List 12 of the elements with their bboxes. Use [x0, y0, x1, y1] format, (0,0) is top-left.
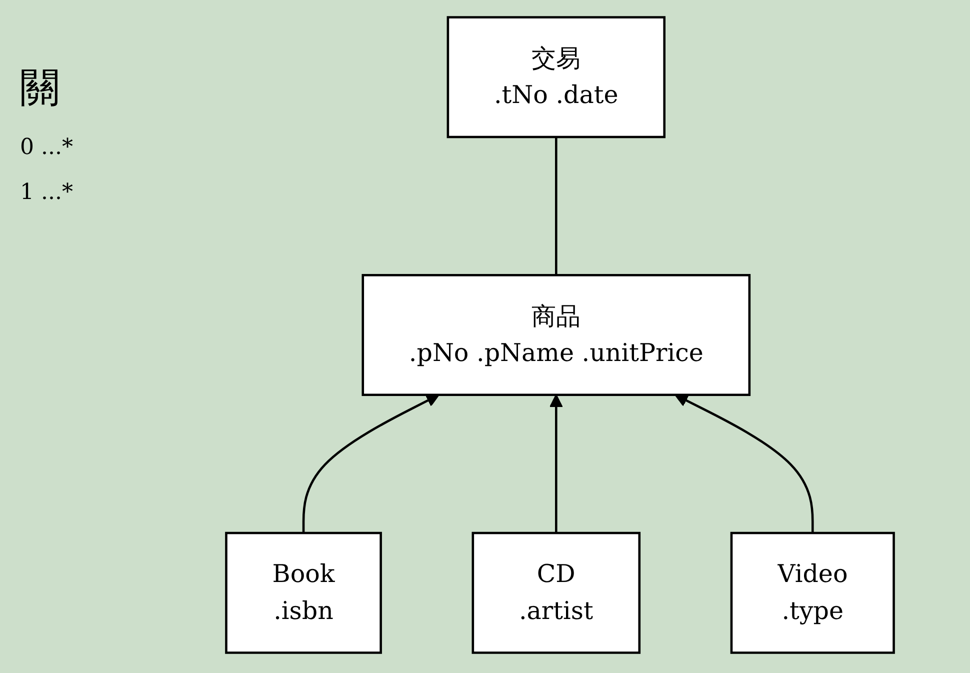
arrow [302, 394, 440, 533]
heading-fragment: 關 [20, 64, 61, 113]
connector [555, 137, 558, 276]
multiplicity-label: 0 ...* [20, 135, 74, 160]
arrow [549, 394, 563, 533]
node-box: 商品 .pNo .pName .unitPrice [362, 274, 751, 396]
node-box: CD .artist [472, 532, 641, 654]
node-box: Video .type [730, 532, 895, 654]
arrow [674, 394, 814, 533]
node-box: 交易 .tNo .date [446, 16, 666, 138]
multiplicity-label: 1 ...* [20, 180, 74, 205]
node-box: Book .isbn [225, 532, 382, 654]
